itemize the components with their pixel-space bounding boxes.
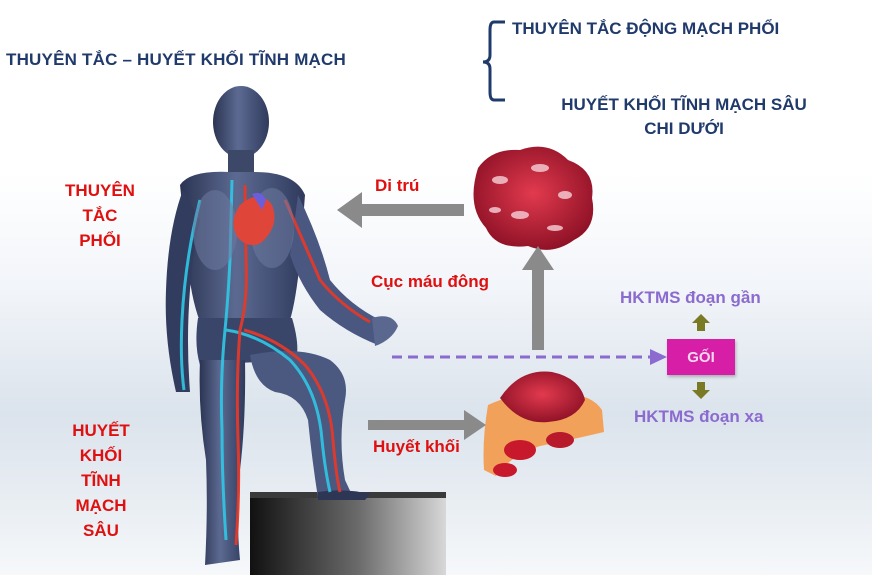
main-title: THUYÊN TẮC – HUYẾT KHỐI TĨNH MẠCH <box>6 50 346 70</box>
clot-up-arrow <box>522 246 554 350</box>
distal-dvt-label: HKTMS đoạn xa <box>634 407 763 427</box>
branch-dvt-line-1: HUYẾT KHỐI TĨNH MẠCH SÂU <box>524 93 844 117</box>
branch-dvt-line-2: CHI DƯỚI <box>524 117 844 141</box>
branch-pulmonary-embolism: THUYÊN TẮC ĐỘNG MẠCH PHỔI <box>512 19 779 39</box>
dvt-line-5: SÂU <box>56 518 146 543</box>
knee-box: GỐI <box>667 339 735 375</box>
clot-label: Cục máu đông <box>371 272 489 292</box>
migration-arrow <box>337 192 464 228</box>
dvt-line-3: TĨNH <box>56 468 146 493</box>
branch-dvt: HUYẾT KHỐI TĨNH MẠCH SÂU CHI DƯỚI <box>524 93 844 141</box>
step-block <box>250 492 446 575</box>
pe-line-1: THUYÊN <box>45 178 155 203</box>
vein-thrombus-icon <box>484 372 605 477</box>
thrombus-label: Huyết khối <box>373 437 460 457</box>
pe-line-2: TẮC <box>45 203 155 228</box>
dvt-line-1: HUYẾT <box>56 418 146 443</box>
deep-vein-thrombosis-label: HUYẾT KHỐI TĨNH MẠCH SÂU <box>56 418 146 543</box>
thrombus-arrow <box>368 410 486 440</box>
dvt-line-2: KHỐI <box>56 443 146 468</box>
proximal-arrow <box>692 314 710 331</box>
blood-clot-icon <box>474 147 594 250</box>
dvt-line-4: MẠCH <box>56 493 146 518</box>
knee-dashed-arrow <box>392 349 667 365</box>
title-brace <box>483 22 505 100</box>
migration-label: Di trú <box>375 176 419 196</box>
pe-line-3: PHỔI <box>45 228 155 253</box>
distal-arrow <box>692 382 710 399</box>
proximal-dvt-label: HKTMS đoạn gần <box>620 288 761 308</box>
pulmonary-embolism-label: THUYÊN TẮC PHỔI <box>45 178 155 253</box>
